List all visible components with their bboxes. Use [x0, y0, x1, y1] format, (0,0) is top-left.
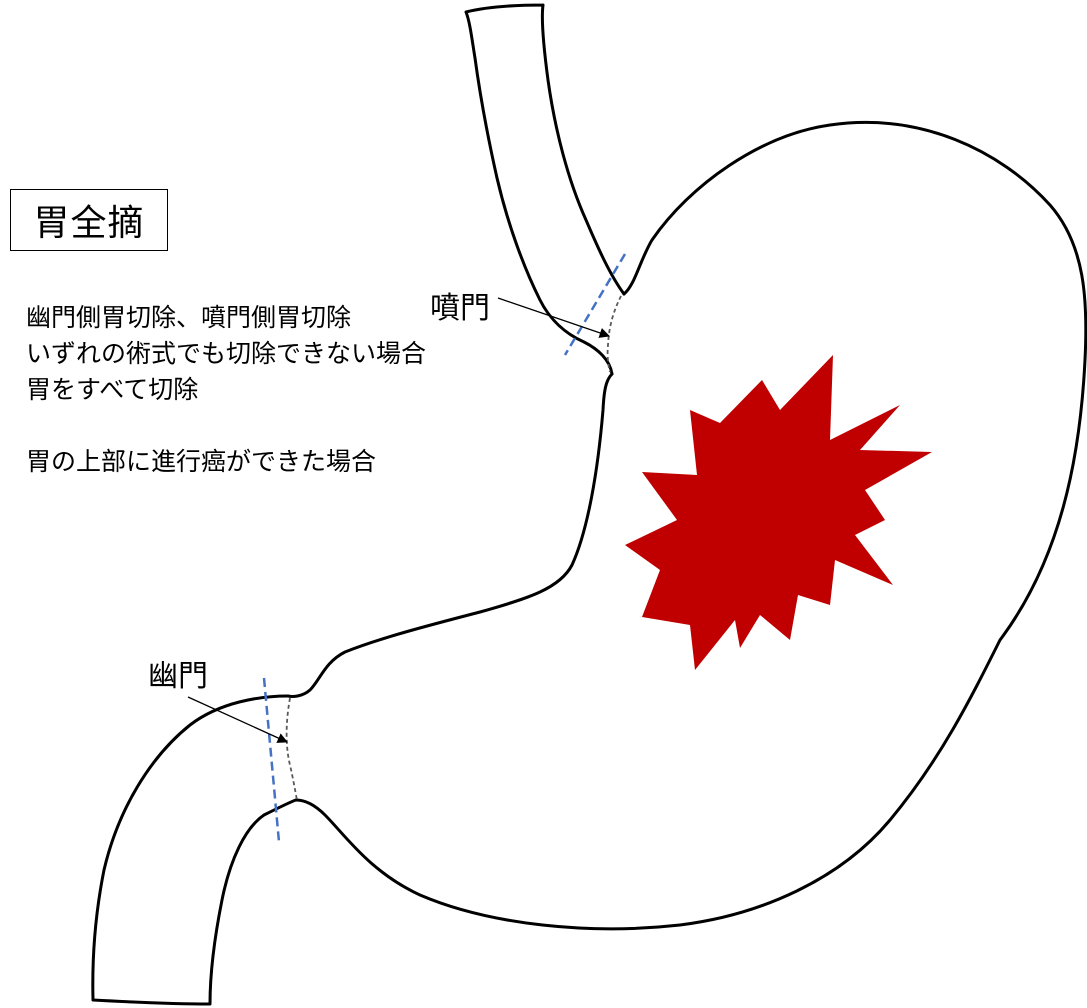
pylorus-label: 幽門 — [148, 659, 208, 694]
description-line: 幽門側胃切除、噴門側胃切除 — [26, 303, 352, 332]
pylorus-cut-line — [262, 677, 281, 843]
cardia-junction-dash — [606, 295, 622, 373]
description-line: 胃をすべて切除 — [26, 375, 199, 404]
pylorus-junction-dash — [285, 697, 298, 801]
duodenum-outline — [91, 694, 298, 1006]
cardia-label: 噴門 — [430, 291, 490, 326]
cardia-arrow — [497, 297, 610, 338]
description-condition: 胃の上部に進行癌ができた場合 — [26, 447, 377, 476]
esophagus-outline — [464, 3, 626, 376]
tumor-burst — [625, 355, 932, 670]
pylorus-arrow — [187, 696, 288, 743]
page-title: 胃全摘 — [10, 189, 168, 251]
description-line: いずれの術式でも切除できない場合 — [26, 339, 427, 368]
cardia-cut-line — [563, 253, 627, 356]
description-block: 幽門側胃切除、噴門側胃切除 いずれの術式でも切除できない場合 胃をすべて切除 胃… — [26, 300, 426, 480]
description-spacer — [26, 408, 426, 444]
stomach-outline — [286, 120, 1087, 931]
